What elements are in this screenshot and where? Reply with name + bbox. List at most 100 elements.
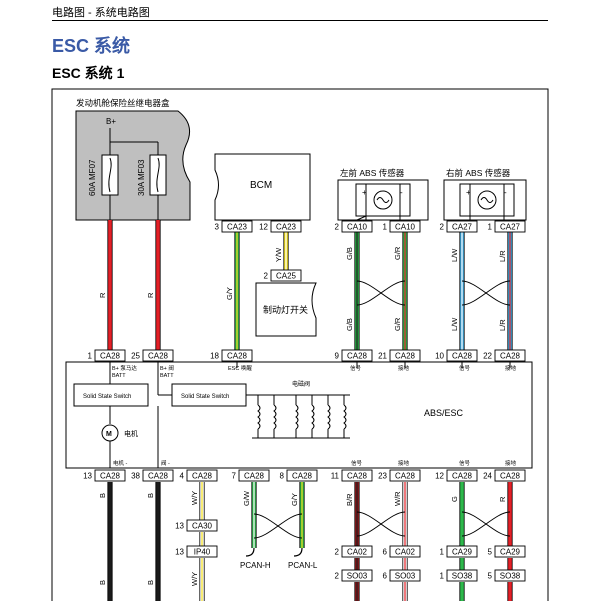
valve-coil-2 [295,404,299,430]
sensor-left-title: 左前 ABS 传感器 [340,168,405,178]
label-ground-left: 接地 [398,364,410,372]
label-pump-batt-2: BATT [112,373,126,379]
connector-top-2-name: CA28 [227,352,248,361]
connector-top-5-pin: 10 [435,352,444,361]
connector-sensor-2-name: CA27 [452,223,473,232]
twist-left-lower-b [356,511,406,537]
connector-bottom-2-pin: 4 [180,472,185,481]
connector-lower-ca29-b-name: CA29 [500,548,521,557]
wire-label-gy-bcm: G/Y [225,287,234,300]
connector-lower-ca30-name: CA30 [192,522,213,531]
bcm-title: BCM [250,180,272,191]
can-low-label: PCAN-L [288,561,318,570]
connector-lower-ip40-pin: 13 [175,548,184,557]
connector-bottom-3-pin: 7 [232,472,237,481]
connector-lower-ca29-a-name: CA29 [452,548,473,557]
connector-bcm-2-pin: 2 [264,272,269,281]
fuse-box-title: 发动机舱保险丝继电器盒 [76,98,170,108]
connector-lower-ca30: CA30 13 [175,519,218,532]
wire-label-lr-bot: L/R [498,319,507,331]
wire-label-lr-top: L/R [498,250,507,262]
sensor-left-plus: + [362,188,367,197]
label-valve-batt-2: BATT [160,373,174,379]
twisted-pairs [253,280,511,539]
connector-bottom-6-pin: 23 [378,472,387,481]
label-ground-bottom-left: 接地 [398,459,410,467]
connector-lower-so38-b-name: SO38 [500,572,521,581]
valve-coil-0 [257,404,261,430]
connector-lower-so03-b-name: SO03 [395,572,416,581]
connector-bottom-5-name: CA28 [347,472,368,481]
label-signal-right: 信号 [459,364,471,372]
breadcrumb: 电路图 - 系统电路图 [52,7,150,19]
sensor-right-minus: - [504,188,507,197]
abs-esc-module: ABS/ESC Solid State Switch Solid State S… [65,361,533,469]
connector-top-2-pin: 18 [210,352,219,361]
connector-top-1-name: CA28 [148,352,169,361]
label-ground-right: 接地 [505,364,517,372]
connector-lower-ip40-name: IP40 [194,548,211,557]
connector-bottom-1-name: CA28 [148,472,169,481]
connector-lower-ip40: IP40 13 [175,545,218,558]
twist-right-lower-b [461,511,511,537]
connector-bottom-3-name: CA28 [244,472,265,481]
brake-switch-label: 制动灯开关 [263,304,308,315]
valve-coils [257,395,347,438]
connector-top-4-name: CA28 [395,352,416,361]
wire-label-b-1: B [98,493,107,498]
connector-lower-ca02-b-name: CA02 [395,548,416,557]
connector-bottom-8-pin: 24 [483,472,492,481]
label-ground-bottom-right: 接地 [505,459,517,467]
connector-top-3-name: CA28 [347,352,368,361]
connector-lower-ca30-pin: 13 [175,522,184,531]
connector-top-2: CA28 18 [210,349,253,362]
connector-lower-ca29-b-pin: 5 [488,548,493,557]
connector-bcm-1-pin: 12 [259,223,268,232]
sensor-left: 左前 ABS 传感器 + - [337,168,429,221]
wire-label-wr: W/R [393,491,402,506]
connector-sensor-3-pin: 1 [488,223,493,232]
brake-switch-box: 制动灯开关 [255,282,317,337]
wire-label-gw: G/W [242,490,251,506]
connector-bcm-0-pin: 3 [215,223,220,232]
connector-top-0-pin: 1 [88,352,93,361]
wires [107,184,513,601]
motor-symbol: M [106,431,112,438]
sensor-right-plus: + [466,188,471,197]
connector-bottom-7-name: CA28 [452,472,473,481]
label-signal-left: 信号 [350,364,362,372]
valve-coil-1 [273,404,277,430]
sensor-right: 右前 ABS 传感器 + - [443,168,527,221]
connector-bcm-0-name: CA23 [227,223,248,232]
connector-sensor-2-pin: 2 [440,223,445,232]
connector-bcm-0: CA23 3 [215,220,253,233]
connector-lower-so03-b-pin: 6 [383,572,388,581]
connector-top-6-pin: 22 [483,352,492,361]
connector-sensor-1-name: CA10 [395,223,416,232]
connector-lower-so03-a-name: SO03 [347,572,368,581]
label-pump-batt: B+ 泵马达 [112,364,137,372]
wire-label-b-2: B [146,493,155,498]
wire-label-gr-bot: G/R [393,317,402,331]
wire-label-r-bottom: R [498,496,507,502]
connector-lower-so38-a-pin: 1 [440,572,445,581]
fuse-label-mf07: 60A MF07 [88,159,97,196]
valve-coil-5 [343,404,347,430]
label-esc-wake: ESC 唤醒 [228,364,252,372]
connector-sensor-3-name: CA27 [500,223,521,232]
solid-state-switch-1 [73,383,149,407]
